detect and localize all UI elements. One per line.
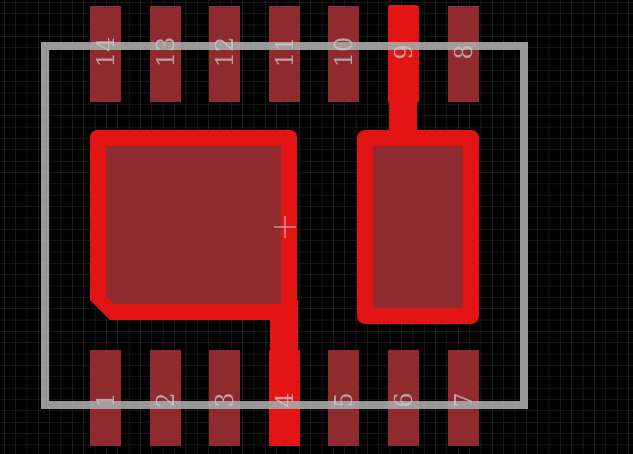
bottom-pin-labels: 1 2 3 4 5 6 7 bbox=[92, 392, 478, 407]
pin-label-13: 13 bbox=[152, 37, 180, 68]
pin-label-7: 7 bbox=[450, 392, 478, 407]
pin-pad-13[interactable] bbox=[150, 6, 181, 102]
package-outline[interactable] bbox=[41, 42, 528, 409]
origin-crosshair-icon bbox=[274, 216, 296, 238]
top-pin-labels: 14 13 12 11 10 9 8 bbox=[92, 37, 478, 68]
thermal-pad-left-inner bbox=[106, 146, 281, 304]
pin-label-14: 14 bbox=[92, 37, 120, 68]
top-pin-row bbox=[90, 6, 479, 102]
pin-label-12: 12 bbox=[211, 37, 239, 68]
pin-pad-10[interactable] bbox=[328, 6, 359, 102]
pin-label-11: 11 bbox=[271, 37, 299, 68]
pin-label-10: 10 bbox=[330, 37, 358, 68]
pin-label-8: 8 bbox=[450, 44, 478, 59]
pin-label-5: 5 bbox=[330, 392, 358, 407]
pin-pad-2[interactable] bbox=[150, 350, 181, 446]
pin-pad-11[interactable] bbox=[269, 6, 300, 102]
pin-label-6: 6 bbox=[390, 392, 418, 407]
pin-pad-9[interactable] bbox=[388, 6, 419, 102]
pin-pad-7[interactable] bbox=[448, 350, 479, 446]
pin-label-3: 3 bbox=[211, 392, 239, 407]
pin-pad-14[interactable] bbox=[90, 6, 121, 102]
pin-pad-4[interactable] bbox=[269, 350, 300, 446]
pin-label-2: 2 bbox=[152, 392, 180, 407]
pin-pad-8[interactable] bbox=[448, 6, 479, 102]
pin-label-4: 4 bbox=[271, 392, 299, 407]
pin-pad-1[interactable] bbox=[90, 350, 121, 446]
thermal-pad-right-inner bbox=[373, 146, 463, 308]
pin-pad-3[interactable] bbox=[209, 350, 240, 446]
pad-right-notch bbox=[392, 137, 414, 146]
pin-label-9: 9 bbox=[390, 44, 418, 59]
pin-pad-6[interactable] bbox=[388, 350, 419, 446]
pin-pad-12[interactable] bbox=[209, 6, 240, 102]
pin-pad-5[interactable] bbox=[328, 350, 359, 446]
bottom-pin-row bbox=[90, 350, 479, 446]
pin-label-1: 1 bbox=[92, 392, 120, 407]
